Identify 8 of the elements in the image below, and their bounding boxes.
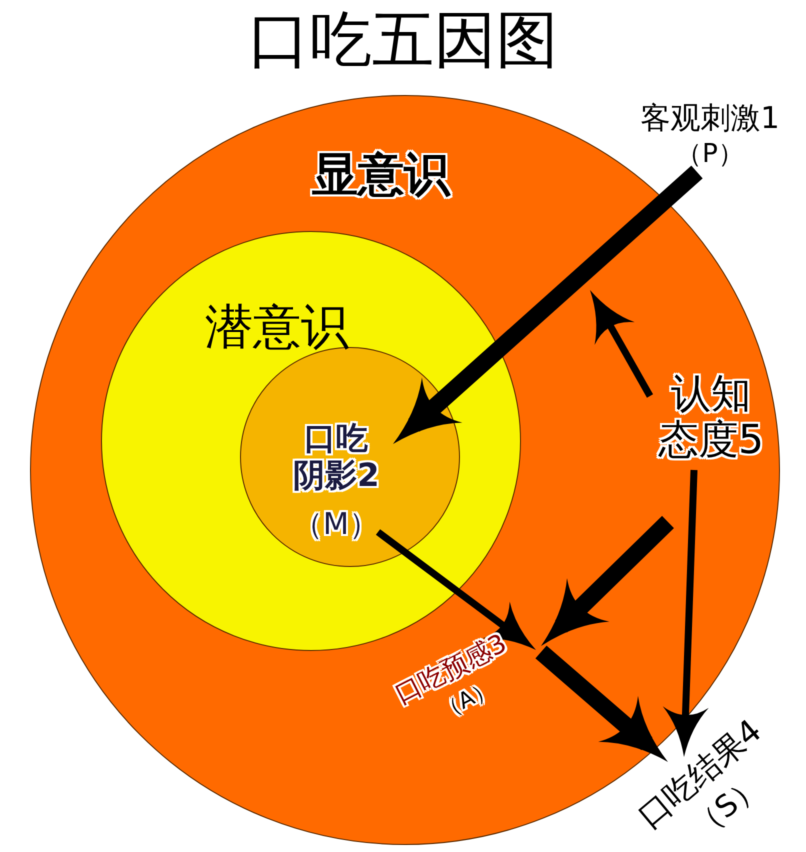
circle-label: （M）: [292, 508, 380, 542]
circle-label: 口吃阴影2: [293, 420, 380, 494]
text-label: （P）: [675, 140, 745, 170]
title: 口吃五因图: [247, 2, 559, 78]
circle-heading: 显意识: [311, 148, 452, 201]
text-label: 认知态度5: [657, 371, 765, 463]
circle-heading: 潜意识: [204, 300, 350, 356]
text-label: 客观刺激1: [639, 102, 781, 136]
